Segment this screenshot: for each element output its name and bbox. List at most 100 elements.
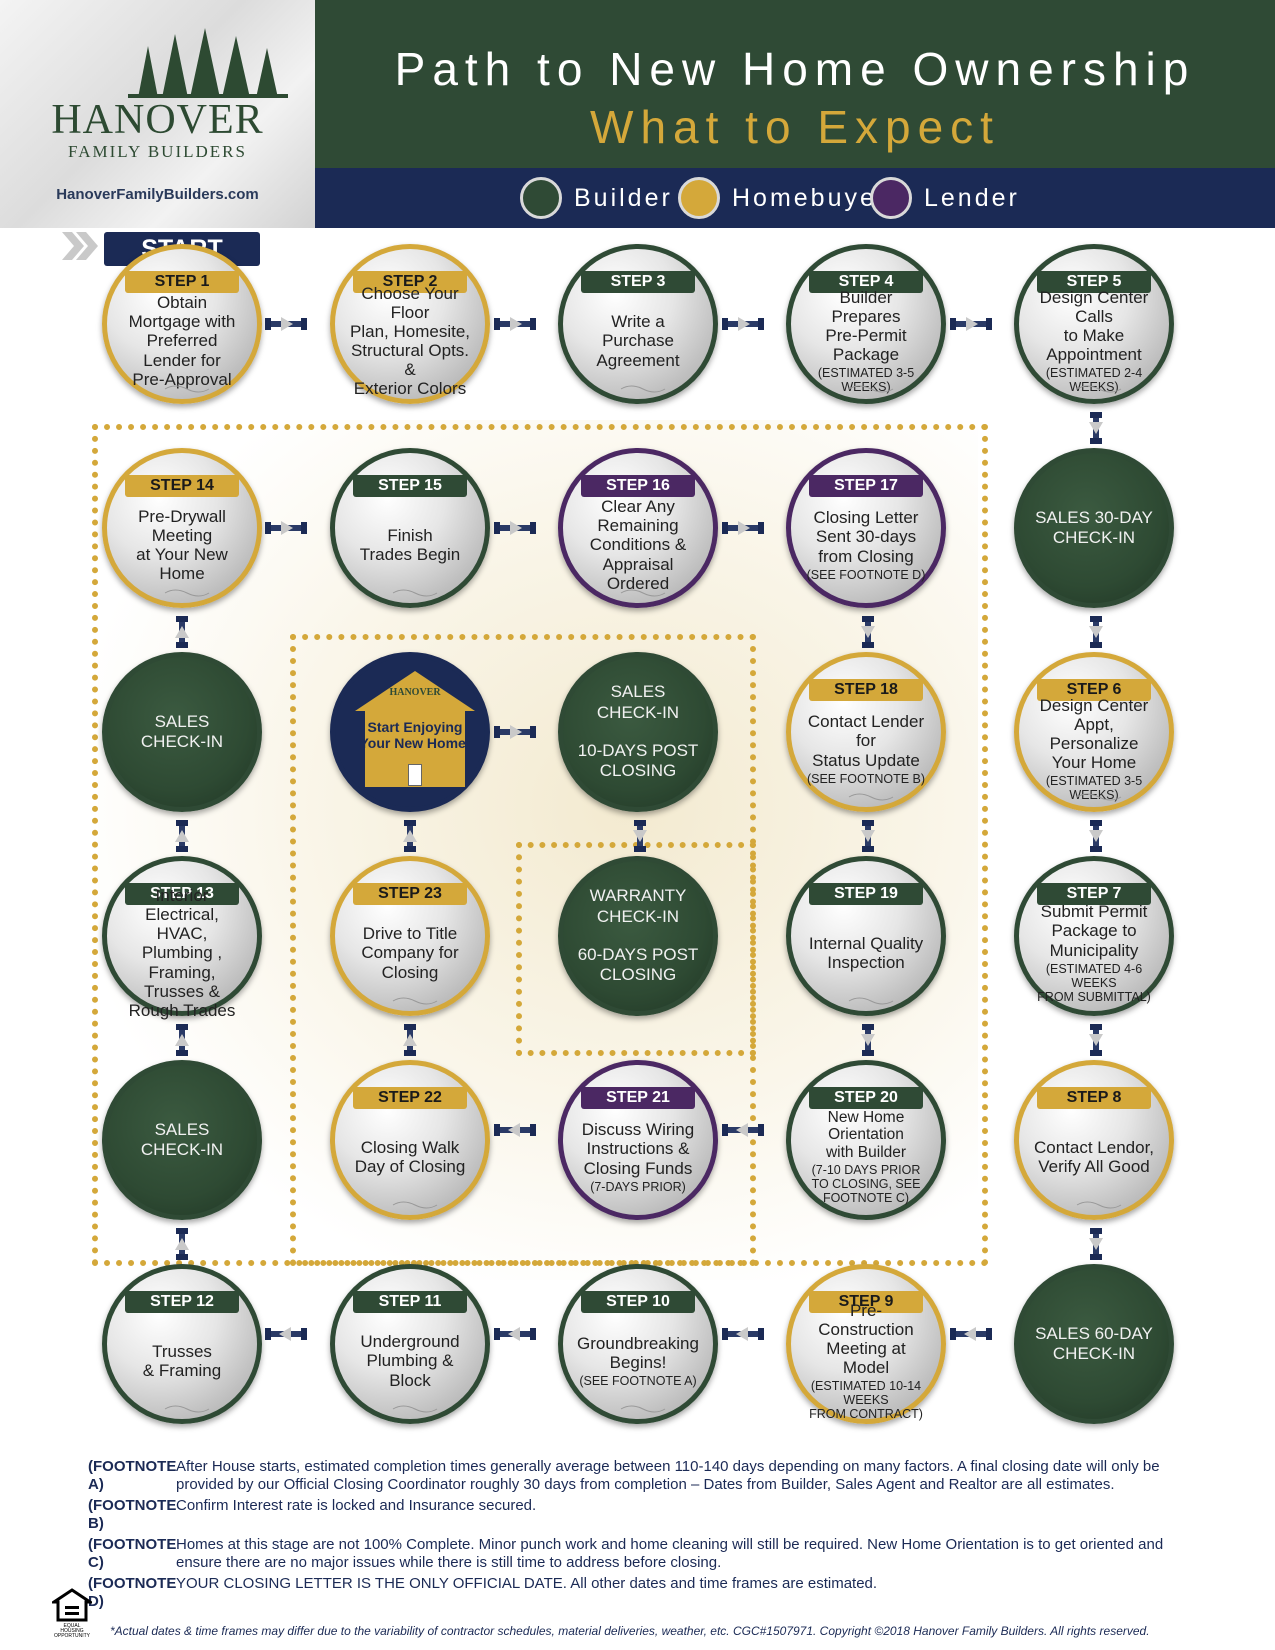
sales-60-day-checkin-node[interactable]: SALES 60-DAY CHECK-IN: [1014, 1264, 1174, 1424]
step-15-node[interactable]: STEP 15 Finish Trades Begin: [330, 448, 490, 608]
house-text: Start Enjoying Your New Home!: [359, 719, 471, 752]
sales-30-day-checkin-node[interactable]: SALES 30-DAY CHECK-IN: [1014, 448, 1174, 608]
footnote-a-text: After House starts, estimated completion…: [176, 1458, 1160, 1493]
step-16-node[interactable]: STEP 16 Clear Any Remaining Conditions &…: [558, 448, 718, 608]
step-8-node[interactable]: STEP 8 Contact Lendor, Verify All Good: [1014, 1060, 1174, 1220]
connector-8-sales60: [1089, 1228, 1103, 1260]
footnote-d: (FOOTNOTE D) YOUR CLOSING LETTER IS THE …: [88, 1575, 1208, 1611]
step-17-node[interactable]: STEP 17 Closing Letter Sent 30-days from…: [786, 448, 946, 608]
step-21-node[interactable]: STEP 21 Discuss Wiring Instructions & Cl…: [558, 1060, 718, 1220]
step-13-node[interactable]: STEP 13 Interior Electrical, HVAC, Plumb…: [102, 856, 262, 1020]
ornament-icon: [1076, 793, 1122, 801]
connector-13-salesa: [175, 820, 189, 852]
step-9-node[interactable]: STEP 9 Pre-Construction Meeting at Model…: [786, 1264, 946, 1424]
logo-panel: HANOVER FAMILY BUILDERS HanoverFamilyBui…: [0, 0, 315, 228]
step-2-node[interactable]: STEP 2 Choose Your Floor Plan, Homesite,…: [330, 244, 490, 404]
step-21-label: STEP 21: [581, 1087, 695, 1109]
step-12-text: Trusses & Framing: [142, 1341, 222, 1380]
legend-lender-swatch: [870, 177, 912, 219]
warranty-checkin-text: WARRANTY CHECK-IN: [589, 886, 687, 926]
ornament-icon: [1076, 385, 1122, 393]
step-8-text: Contact Lendor, Verify All Good: [1033, 1137, 1155, 1176]
step-17-note: (SEE FOOTNOTE D): [806, 567, 926, 582]
connector-18-19: [861, 820, 875, 852]
step-6-label: STEP 6: [1037, 679, 1151, 701]
footnote-c-text: Homes at this stage are not 100% Complet…: [176, 1536, 1164, 1571]
step-21-note: (7-DAYS PRIOR): [590, 1179, 686, 1194]
connector-5-sales30: [1089, 412, 1103, 444]
connector-12-salesb: [175, 1228, 189, 1260]
step-5-text: Design Center Calls to Make Appointment: [1039, 287, 1149, 365]
sales-checkin-a-text: SALES CHECK-IN: [140, 711, 224, 751]
step-10-label: STEP 10: [581, 1291, 695, 1313]
step-9-label: STEP 9: [809, 1291, 923, 1313]
step-19-text: Internal Quality Inspection: [808, 933, 924, 972]
step-3-node[interactable]: STEP 3 Write a Purchase Agreement: [558, 244, 718, 404]
ornament-icon: [620, 1405, 666, 1413]
connector-1-2: [265, 317, 307, 331]
step-22-node[interactable]: STEP 22 Closing Walk Day of Closing: [330, 1060, 490, 1220]
footnote-c-label: (FOOTNOTE C): [88, 1536, 177, 1571]
sales-30-day-checkin-text: SALES 30-DAY CHECK-IN: [1035, 507, 1153, 547]
step-20-note: (7-10 DAYS PRIOR TO CLOSING, SEE FOOTNOT…: [811, 1163, 921, 1206]
connector-16-17: [722, 521, 764, 535]
step-4-text: Builder Prepares Pre-Permit Package: [825, 287, 907, 365]
sales-checkin-a-node[interactable]: SALES CHECK-IN: [102, 652, 262, 812]
step-11-node[interactable]: STEP 11 Underground Plumbing & Block: [330, 1264, 490, 1424]
connector-sales30-6: [1089, 616, 1103, 648]
step-6-node[interactable]: STEP 6 Design Center Appt, Personalize Y…: [1014, 652, 1174, 812]
equal-housing-label: EQUAL HOUSING OPPORTUNITY: [53, 1623, 91, 1639]
step-1-text: Obtain Mortgage with Preferred Lender fo…: [128, 293, 236, 389]
ornament-icon: [620, 589, 666, 597]
footnote-d-text: YOUR CLOSING LETTER IS THE ONLY OFFICIAL…: [176, 1575, 878, 1592]
legend: Builder Homebuyer Lender: [315, 168, 1275, 228]
footnotes: (FOOTNOTE A) After House starts, estimat…: [88, 1458, 1208, 1614]
step-14-node[interactable]: STEP 14 Pre-Drywall Meeting at Your New …: [102, 448, 262, 608]
step-17-label: STEP 17: [809, 475, 923, 497]
connector-14-15: [265, 521, 307, 535]
step-18-label: STEP 18: [809, 679, 923, 701]
connector-15-16: [494, 521, 536, 535]
step-3-text: Write a Purchase Agreement: [596, 312, 680, 370]
step-7-label: STEP 7: [1037, 883, 1151, 905]
sales-10-day-checkin-timing: 10-DAYS POST CLOSING: [577, 741, 699, 781]
connector-sales60-9: [950, 1327, 992, 1341]
connector-7-8: [1089, 1024, 1103, 1056]
start-enjoying-house-node[interactable]: HANOVER Start Enjoying Your New Home!: [330, 652, 490, 812]
step-5-node[interactable]: STEP 5 Design Center Calls to Make Appoi…: [1014, 244, 1174, 404]
step-9-text: Pre-Construction Meeting at Model: [818, 1300, 914, 1378]
step-4-node[interactable]: STEP 4 Builder Prepares Pre-Permit Packa…: [786, 244, 946, 404]
title-banner: Path to New Home Ownership What to Expec…: [315, 0, 1275, 168]
connector-4-5: [950, 317, 992, 331]
website-url[interactable]: HanoverFamilyBuilders.com: [56, 186, 259, 203]
sales-60-day-checkin-text: SALES 60-DAY CHECK-IN: [1035, 1323, 1153, 1363]
step-23-label: STEP 23: [353, 883, 467, 905]
step-19-node[interactable]: STEP 19 Internal Quality Inspection: [786, 856, 946, 1016]
disclaimer: *Actual dates & time frames may differ d…: [110, 1624, 1150, 1638]
warranty-checkin-node[interactable]: WARRANTY CHECK-IN 60-DAYS POST CLOSING: [558, 856, 718, 1016]
step-11-label: STEP 11: [353, 1291, 467, 1313]
step-3-label: STEP 3: [581, 271, 695, 293]
step-10-text: Groundbreaking Begins!: [577, 1333, 699, 1372]
sales-10-day-checkin-text: SALES CHECK-IN: [596, 682, 680, 722]
legend-builder: Builder: [520, 177, 673, 219]
legend-lender: Lender: [870, 177, 1020, 219]
ornament-icon: [164, 385, 210, 393]
step-23-node[interactable]: STEP 23 Drive to Title Company for Closi…: [330, 856, 490, 1016]
step-7-node[interactable]: STEP 7 Submit Permit Package to Municipa…: [1014, 856, 1174, 1016]
legend-builder-label: Builder: [574, 183, 673, 212]
sales-checkin-b-node[interactable]: SALES CHECK-IN: [102, 1060, 262, 1220]
footnote-b: (FOOTNOTE B) Confirm Interest rate is lo…: [88, 1497, 1208, 1533]
sales-10-day-checkin-node[interactable]: SALES CHECK-IN 10-DAYS POST CLOSING: [558, 652, 718, 812]
step-1-node[interactable]: STEP 1 Obtain Mortgage with Preferred Le…: [102, 244, 262, 404]
step-21-text: Discuss Wiring Instructions & Closing Fu…: [581, 1120, 695, 1178]
step-14-label: STEP 14: [125, 475, 239, 497]
step-10-node[interactable]: STEP 10 Groundbreaking Begins! (SEE FOOT…: [558, 1264, 718, 1424]
step-12-node[interactable]: STEP 12 Trusses & Framing: [102, 1264, 262, 1424]
step-20-node[interactable]: STEP 20 New Home Orientation with Builde…: [786, 1060, 946, 1220]
step-18-node[interactable]: STEP 18 Contact Lender for Status Update…: [786, 652, 946, 812]
step-22-label: STEP 22: [353, 1087, 467, 1109]
footnote-d-label: (FOOTNOTE D): [88, 1575, 177, 1610]
connector-21-22: [494, 1123, 536, 1137]
step-1-label: STEP 1: [125, 271, 239, 293]
